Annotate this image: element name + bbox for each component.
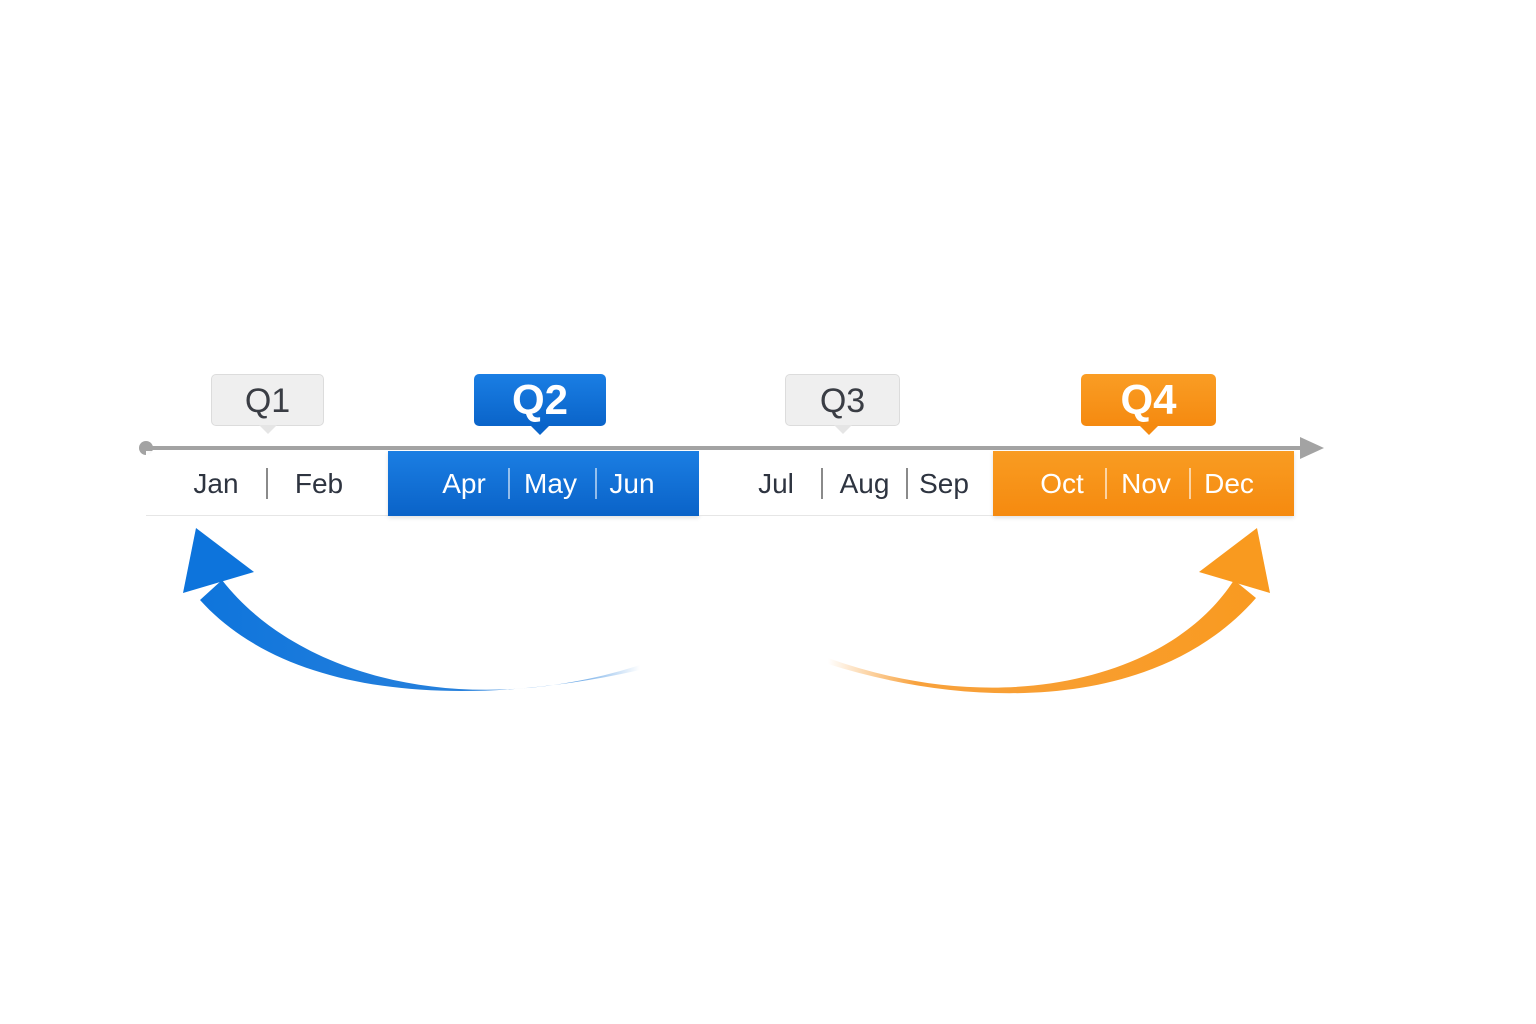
quarter-tag-label: Q2 [511,376,569,423]
quarter-tag-q4: Q4 [1081,374,1216,435]
month-label: Oct [1040,468,1084,499]
month-divider [508,468,510,499]
month-divider [1189,468,1191,499]
blue-curved-arrow-icon [183,528,640,692]
month-label: Sep [919,468,969,499]
quarter-tag-q3: Q3 [785,374,900,434]
month-label: Dec [1204,468,1254,499]
month-label: May [524,468,577,499]
month-label: Feb [294,468,344,499]
tag-pointer [531,426,549,435]
month-label: Nov [1121,468,1171,499]
tag-pointer [258,425,277,434]
month-divider [906,468,908,499]
quarter-tag-label: Q1 [244,382,291,420]
month-label: Apr [442,468,486,499]
month-label: Jan [193,468,239,499]
quarter-segment-q4: Oct Nov Dec [993,451,1294,516]
tag-pointer [1139,426,1158,435]
timeline-axis [146,446,1302,450]
month-divider [266,468,268,499]
quarter-tag-q2: Q2 [474,374,606,435]
quarter-tag-label: Q4 [1120,376,1177,423]
month-divider [1105,468,1107,499]
orange-curved-arrow-icon [828,528,1270,694]
quarter-segment-q1: Jan Feb [146,451,388,516]
quarter-segment-q2: Apr May Jun [388,451,699,516]
quarter-tag-label: Q3 [819,382,866,420]
quarter-segment-q3: Jul Aug Sep [699,451,993,516]
timeline-arrowhead-icon [1300,437,1324,459]
quarter-tag-q1: Q1 [211,374,324,434]
month-divider [821,468,823,499]
tag-pointer [833,425,852,434]
month-label: Jun [609,468,655,499]
month-divider [595,468,597,499]
month-label: Aug [839,468,890,499]
month-label: Jul [758,468,794,499]
